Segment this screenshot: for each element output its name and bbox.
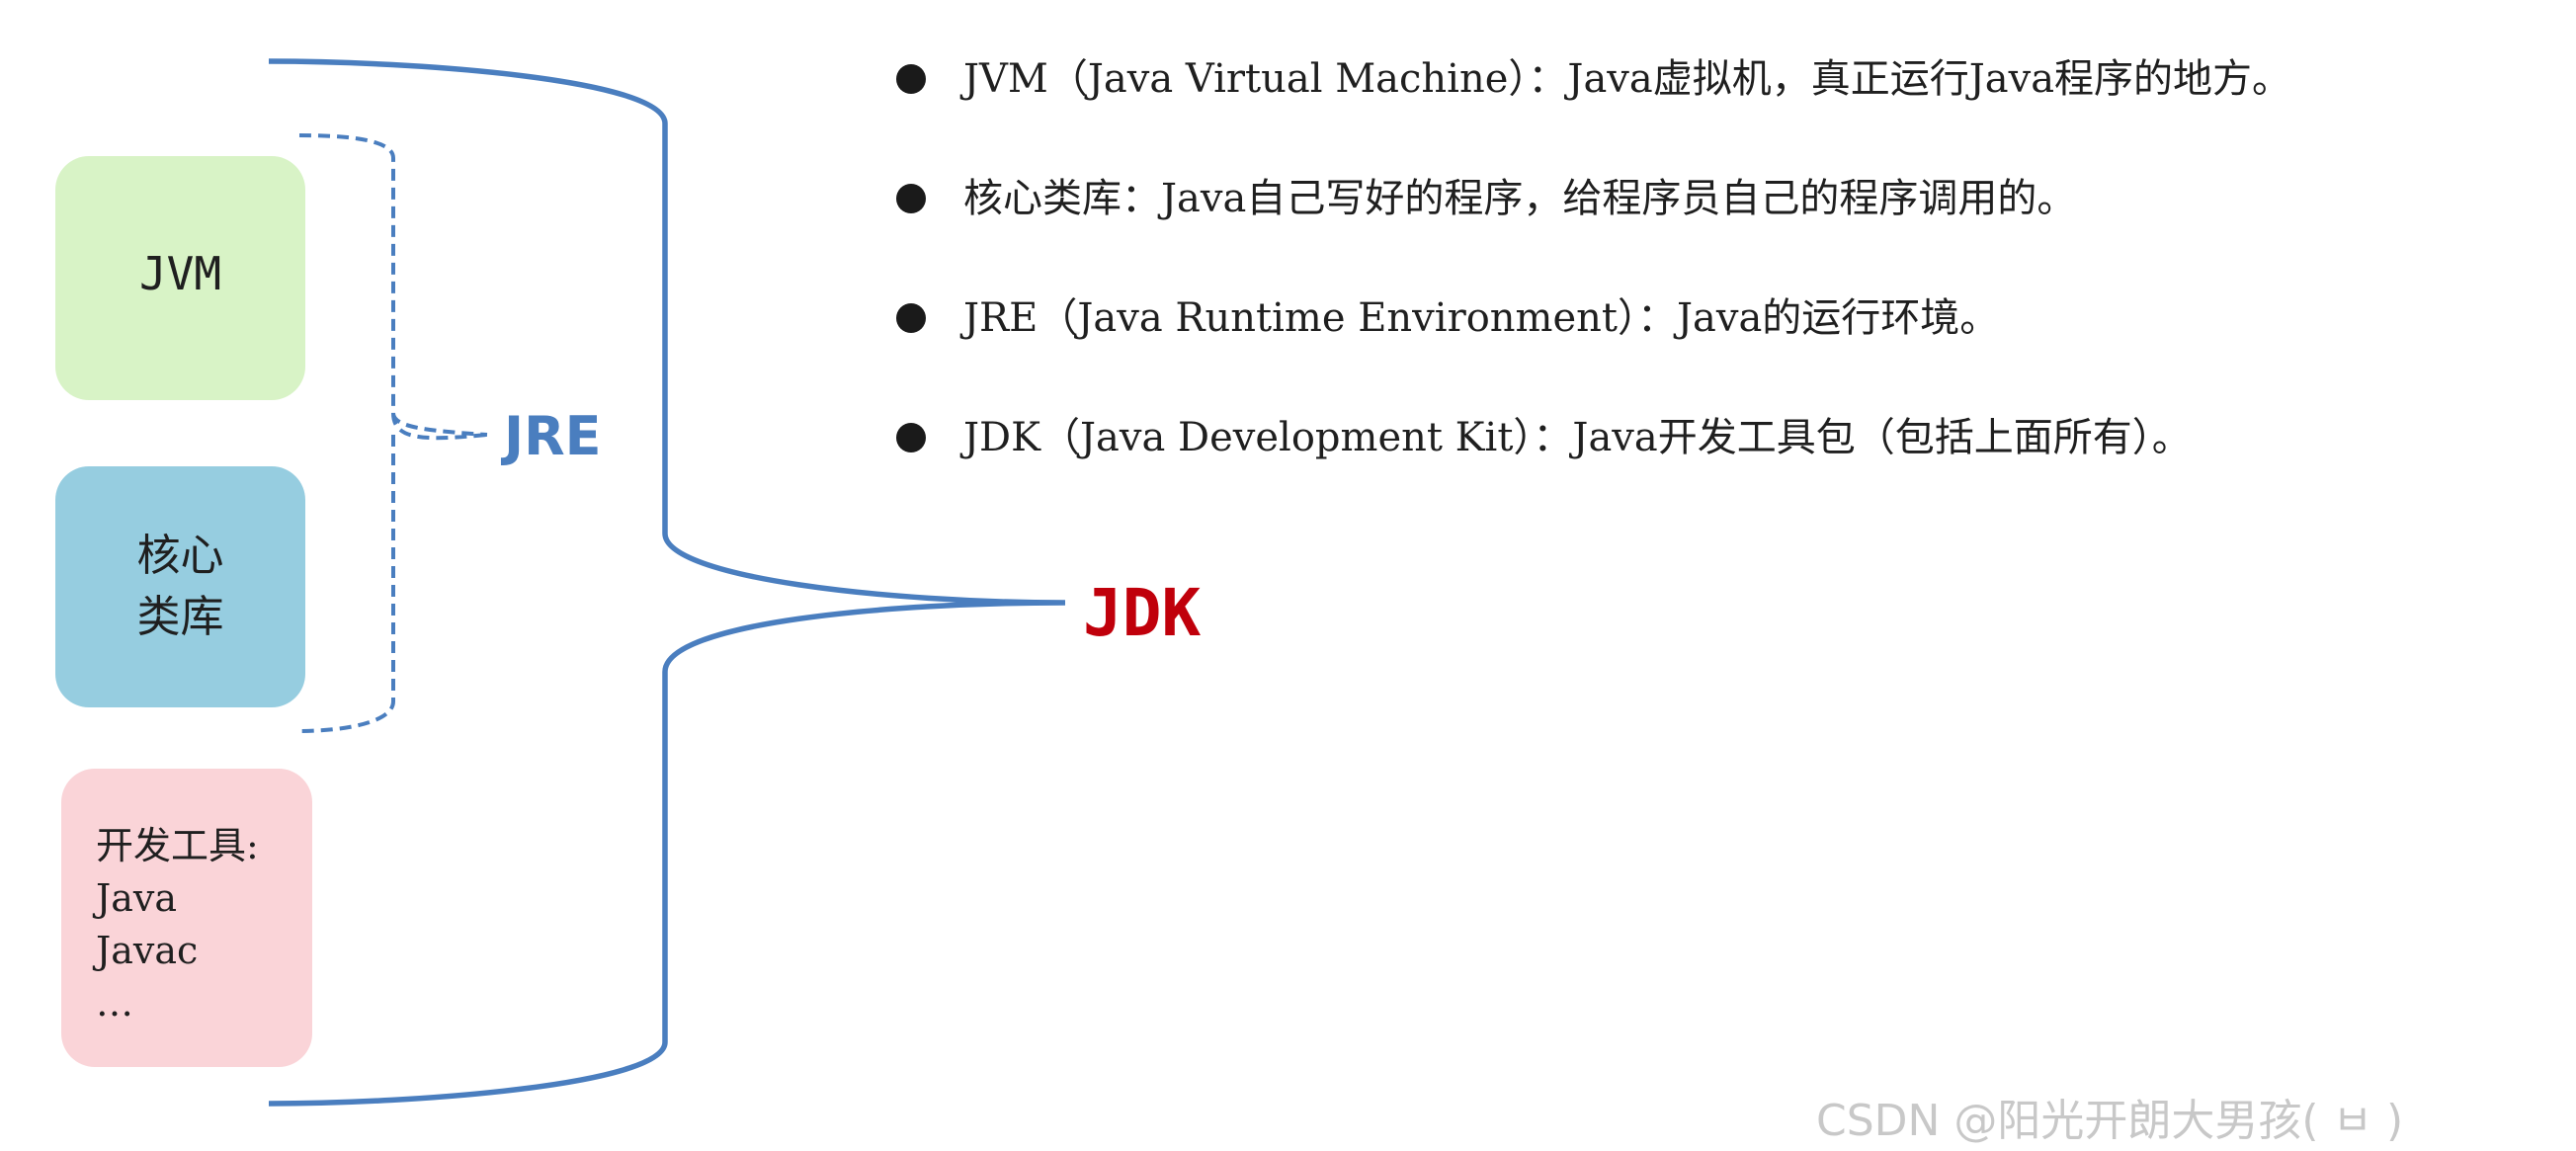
dev-tools-line: Java: [96, 876, 178, 920]
dev-tools-box-text: 开发工具: Java Javac …: [96, 820, 259, 1029]
jdk-label: JDK: [1083, 575, 1202, 651]
bullet-dot-icon: [896, 423, 926, 452]
definition-text: JRE（Java Runtime Environment）：Java的运行环境。: [963, 295, 2000, 341]
jre-label: JRE: [504, 405, 602, 467]
bullet-dot-icon: [896, 64, 926, 94]
definition-item-jvm: JVM（Java Virtual Machine）：Java虚拟机，真正运行Ja…: [894, 49, 2291, 169]
bullet-dot-icon: [896, 303, 926, 333]
definition-item-jre: JRE（Java Runtime Environment）：Java的运行环境。: [894, 288, 2291, 408]
core-library-label-line2: 类库: [136, 592, 224, 642]
definition-item-core-library: 核心类库：Java自己写好的程序，给程序员自己的程序调用的。: [894, 169, 2291, 288]
definition-item-jdk: JDK（Java Development Kit）：Java开发工具包（包括上面…: [894, 408, 2291, 528]
dev-tools-line: 开发工具:: [96, 824, 259, 867]
jvm-box: JVM: [55, 156, 305, 400]
core-library-label-line1: 核心: [136, 531, 224, 581]
core-library-box: 核心 类库: [55, 466, 305, 707]
definition-text: 核心类库：Java自己写好的程序，给程序员自己的程序调用的。: [963, 176, 2077, 221]
bullet-dot-icon: [896, 184, 926, 213]
jvm-box-label: JVM: [138, 247, 222, 300]
csdn-watermark: CSDN @阳光开朗大男孩( ㅂ ): [1816, 1096, 2404, 1146]
definition-text: JDK（Java Development Kit）：Java开发工具包（包括上面…: [963, 415, 2192, 460]
dev-tools-line: …: [96, 981, 133, 1025]
definition-text: JVM（Java Virtual Machine）：Java虚拟机，真正运行Ja…: [963, 56, 2292, 102]
dev-tools-line: Javac: [96, 929, 199, 972]
dev-tools-box: 开发工具: Java Javac …: [61, 769, 312, 1067]
core-library-box-label: 核心 类库: [55, 526, 305, 648]
definition-list: JVM（Java Virtual Machine）：Java虚拟机，真正运行Ja…: [894, 49, 2291, 528]
jdk-solid-bracket: [268, 58, 1066, 1107]
jre-dashed-bracket: [298, 133, 488, 733]
